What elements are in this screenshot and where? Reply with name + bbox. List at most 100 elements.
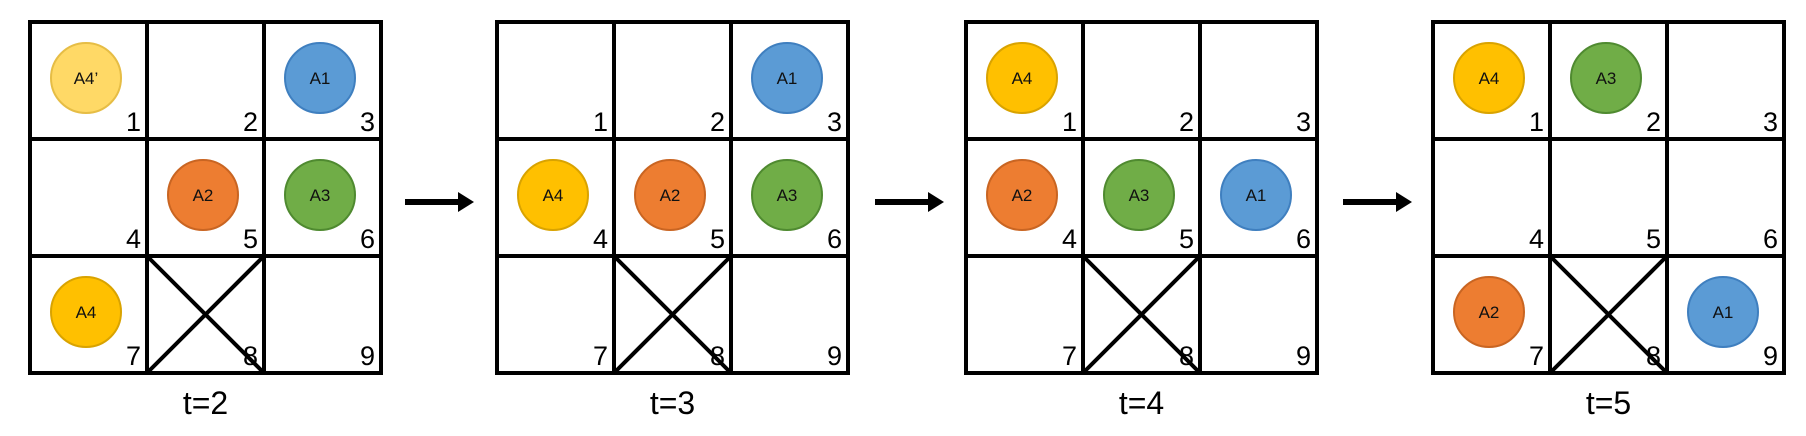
cell-number-2: 2 [1179, 107, 1194, 137]
blocked-cell-cross [1081, 254, 1202, 375]
cell-number-6: 6 [827, 224, 842, 254]
cell-number-8: 8 [710, 341, 725, 371]
agent-a1: A1 [751, 42, 823, 114]
cell-number-1: 1 [1529, 107, 1544, 137]
agent-a1: A1 [1220, 159, 1292, 231]
agent-circle [1453, 42, 1525, 114]
cell-number-7: 7 [1062, 341, 1077, 371]
cell-number-6: 6 [1296, 224, 1311, 254]
blocked-cell-cross [612, 254, 733, 375]
cell-number-5: 5 [1646, 224, 1661, 254]
cell-number-4: 4 [1529, 224, 1544, 254]
time-label: t=3 [650, 385, 695, 421]
agent-circle [1103, 159, 1175, 231]
cell-number-8: 8 [1179, 341, 1194, 371]
agent-label: A3 [1596, 69, 1617, 88]
agent-label: A3 [1129, 186, 1150, 205]
agent-label: A2 [1479, 303, 1500, 322]
agent-label: A3 [310, 186, 331, 205]
cell-number-4: 4 [593, 224, 608, 254]
cell-number-9: 9 [1763, 341, 1778, 371]
agent-circle [634, 159, 706, 231]
agent-label: A2 [1012, 186, 1033, 205]
cell-number-3: 3 [827, 107, 842, 137]
cell-number-1: 1 [1062, 107, 1077, 137]
agent-circle [986, 42, 1058, 114]
cell-number-1: 1 [126, 107, 141, 137]
agent-a2: A2 [1453, 276, 1525, 348]
agent-circle [284, 159, 356, 231]
agent-a1: A1 [284, 42, 356, 114]
agent-circle [1453, 276, 1525, 348]
arrow-3 [1343, 192, 1412, 212]
cell-number-6: 6 [1763, 224, 1778, 254]
agent-circle [751, 159, 823, 231]
cell-number-7: 7 [593, 341, 608, 371]
agent-circle [986, 159, 1058, 231]
cell-number-7: 7 [1529, 341, 1544, 371]
agent-label: A3 [777, 186, 798, 205]
agent-a2: A2 [634, 159, 706, 231]
cell-number-1: 1 [593, 107, 608, 137]
agent-label: A4 [76, 303, 97, 322]
agent-label: A4 [1479, 69, 1500, 88]
time-label: t=4 [1119, 385, 1164, 421]
arrow-1 [405, 192, 474, 212]
cell-number-2: 2 [1646, 107, 1661, 137]
agent-circle [517, 159, 589, 231]
cell-number-9: 9 [827, 341, 842, 371]
agent-circle [50, 42, 122, 114]
time-label: t=5 [1586, 385, 1631, 421]
agent-label: A1 [1713, 303, 1734, 322]
agent-circle [1220, 159, 1292, 231]
agent-a4: A4 [986, 42, 1058, 114]
cell-number-9: 9 [360, 341, 375, 371]
agent-a1: A1 [1687, 276, 1759, 348]
cell-number-5: 5 [710, 224, 725, 254]
time-label: t=2 [183, 385, 228, 421]
agent-a3: A3 [284, 159, 356, 231]
cell-number-5: 5 [1179, 224, 1194, 254]
agent-label: A1 [1246, 186, 1267, 205]
cell-number-3: 3 [1763, 107, 1778, 137]
agent-a2: A2 [167, 159, 239, 231]
agent-a4: A4 [517, 159, 589, 231]
agent-circle [1687, 276, 1759, 348]
agent-a3: A3 [1103, 159, 1175, 231]
cell-number-2: 2 [243, 107, 258, 137]
agent-label: A4’ [74, 69, 99, 88]
arrow-2 [875, 192, 944, 212]
blocked-cell-cross [1548, 254, 1669, 375]
blocked-cell-cross [145, 254, 266, 375]
agent-a3: A3 [1570, 42, 1642, 114]
arrow-head [1396, 192, 1412, 212]
agent-circle [751, 42, 823, 114]
agent-label: A4 [543, 186, 564, 205]
agent-label: A2 [193, 186, 214, 205]
cell-number-3: 3 [360, 107, 375, 137]
cell-number-2: 2 [710, 107, 725, 137]
cell-number-3: 3 [1296, 107, 1311, 137]
agent-circle [167, 159, 239, 231]
agent-a4: A4 [50, 276, 122, 348]
agent-circle [1570, 42, 1642, 114]
agent-circle [284, 42, 356, 114]
cell-number-9: 9 [1296, 341, 1311, 371]
agent-circle [50, 276, 122, 348]
agent-label: A1 [777, 69, 798, 88]
arrow-head [928, 192, 944, 212]
agent-a4: A4’ [50, 42, 122, 114]
agent-a3: A3 [751, 159, 823, 231]
cell-number-4: 4 [1062, 224, 1077, 254]
cell-number-4: 4 [126, 224, 141, 254]
cell-number-6: 6 [360, 224, 375, 254]
agent-a4: A4 [1453, 42, 1525, 114]
cell-number-5: 5 [243, 224, 258, 254]
agent-a2: A2 [986, 159, 1058, 231]
agent-label: A2 [660, 186, 681, 205]
